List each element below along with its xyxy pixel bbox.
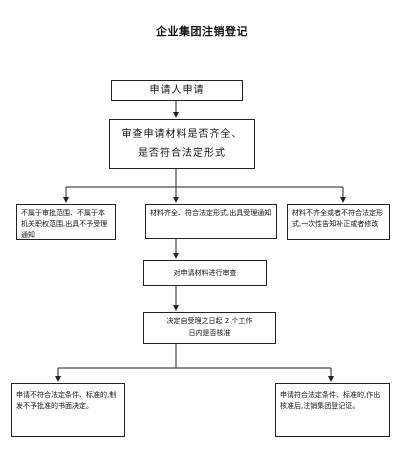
node-approve-label: 申请符合法定条件、标准的,作出核准后,注销集团登记证。 xyxy=(280,391,381,410)
node-decide-line1: 决定自受理之日起 2 个工作 xyxy=(166,317,253,326)
node-accept: 材料齐全、符合法定形式,出具受理通知 xyxy=(145,204,277,239)
node-incomplete-label: 材料不齐全或者不符合法定形式,一次性告知补正或者修改 xyxy=(292,209,383,228)
node-incomplete: 材料不齐全或者不符合法定形式,一次性告知补正或者修改 xyxy=(287,204,390,240)
node-review: 审查申请材料是否齐全、 是否符合法定形式 xyxy=(109,119,255,169)
node-decide: 决定自受理之日起 2 个工作 日内是否核准 xyxy=(143,312,276,344)
page-title: 企业集团注销登记 xyxy=(156,25,248,38)
node-reject-scope: 不属于审批范围、不属于本机关职权范围,出具不予受理通知 xyxy=(16,204,116,240)
node-apply: 申请人申请 xyxy=(111,80,243,101)
node-apply-label: 申请人申请 xyxy=(149,85,205,96)
node-examine: 对申请材料进行审查 xyxy=(143,260,267,286)
node-disapprove-label: 申请不符合法定条件、标准的,制发不予批准的书面决定。 xyxy=(16,391,117,410)
node-disapprove: 申请不符合法定条件、标准的,制发不予批准的书面决定。 xyxy=(11,383,125,437)
node-examine-label: 对申请材料进行审查 xyxy=(173,268,237,277)
node-approve: 申请符合法定条件、标准的,作出核准后,注销集团登记证。 xyxy=(275,383,390,437)
node-accept-label: 材料齐全、符合法定形式,出具受理通知 xyxy=(150,209,272,217)
node-review-line1: 审查申请材料是否齐全、 xyxy=(121,129,243,140)
node-review-line2: 是否符合法定形式 xyxy=(138,148,226,159)
node-decide-line2: 日内是否核准 xyxy=(188,329,231,337)
node-reject-scope-label: 不属于审批范围、不属于本机关职权范围,出具不予受理通知 xyxy=(21,209,108,239)
